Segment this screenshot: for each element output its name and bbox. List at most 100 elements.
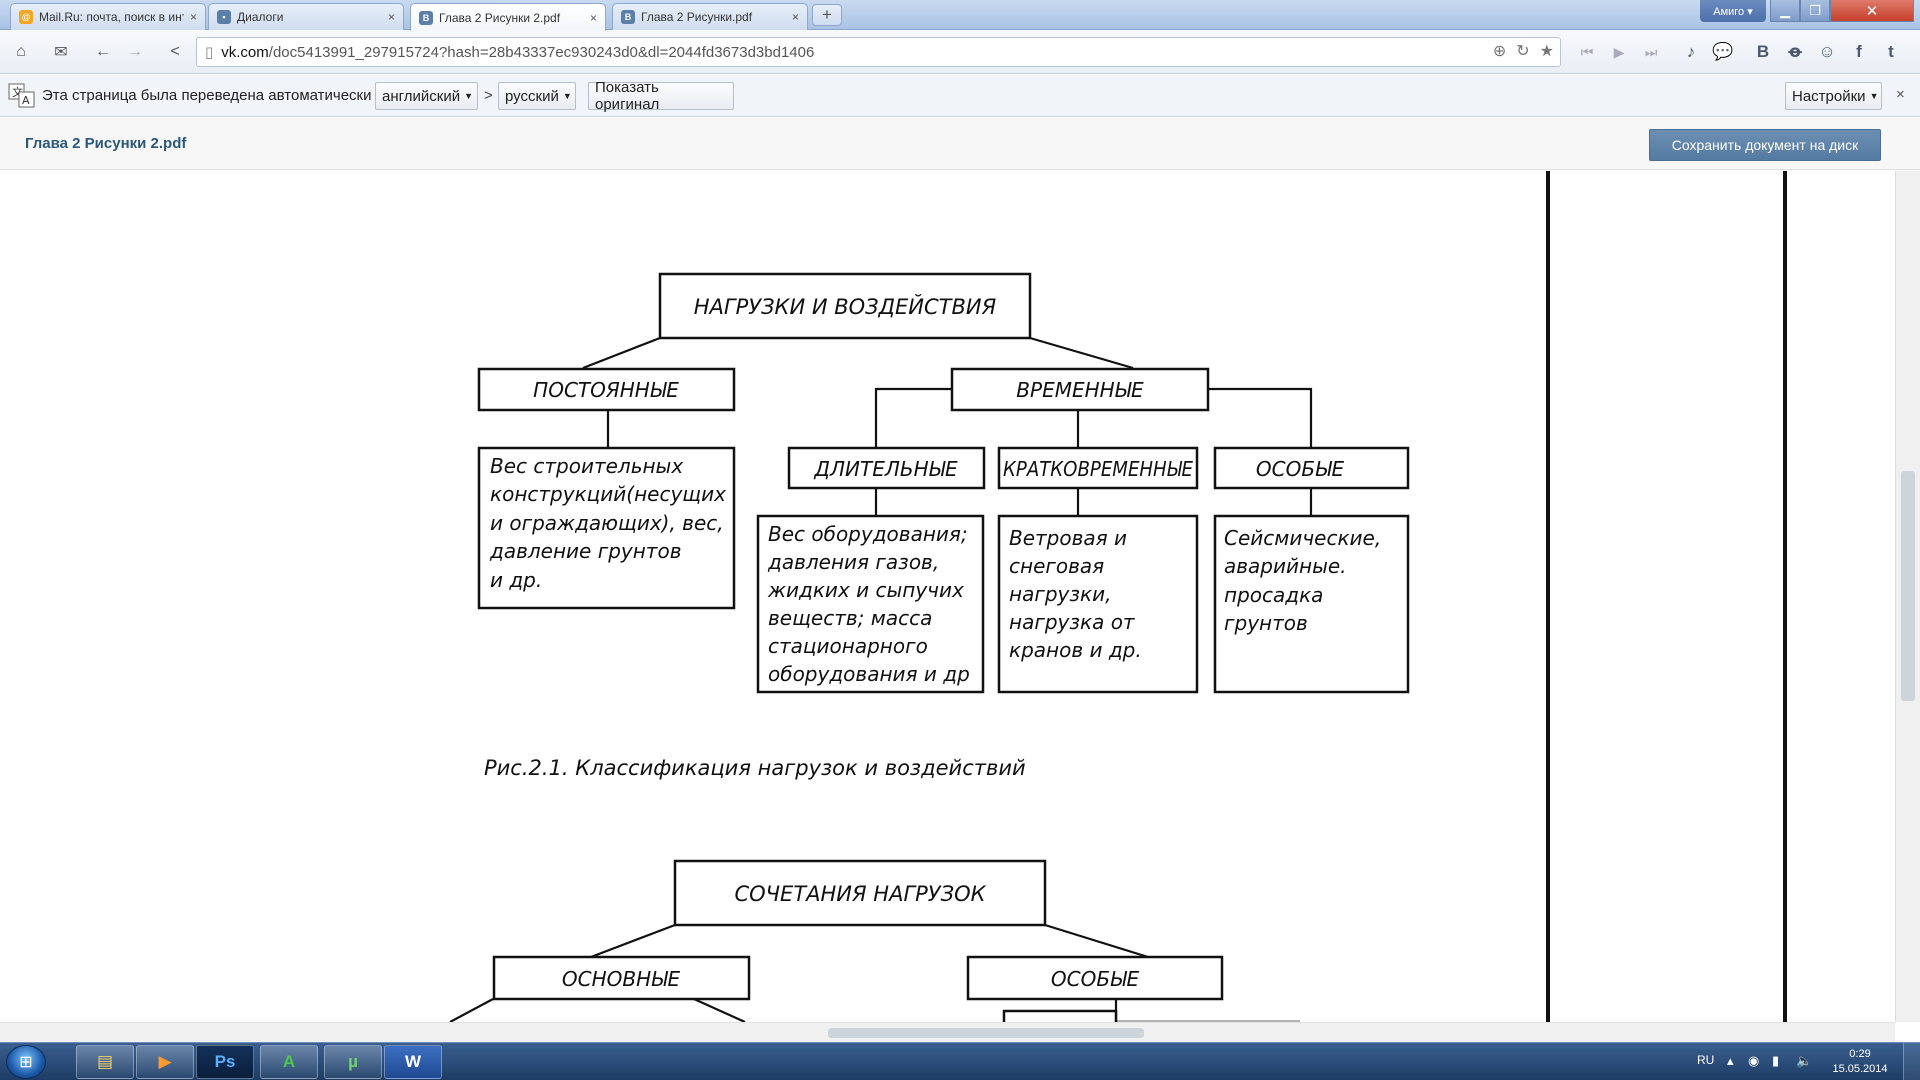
document-viewer[interactable]: НАГРУЗКИ И ВОЗДЕЙСТВИЯ ПОСТОЯННЫЕ ВРЕМЕН…: [0, 171, 1895, 1022]
facebook-icon[interactable]: f: [1856, 42, 1862, 61]
start-button[interactable]: ⊞: [6, 1045, 46, 1079]
tab-glava2-risunki[interactable]: B Глава 2 Рисунки.pdf ×: [612, 3, 808, 30]
play-icon[interactable]: ▶: [1613, 43, 1625, 60]
box-special-combination: [966, 955, 1224, 1001]
next-track-icon[interactable]: ⏭: [1644, 43, 1658, 60]
previous-track-icon[interactable]: ⏮: [1580, 43, 1594, 60]
box-temporary-label: ВРЕМЕННЫЕ: [1016, 378, 1144, 402]
media-player-icon[interactable]: ▶: [136, 1045, 194, 1079]
word-icon[interactable]: W: [384, 1045, 442, 1079]
tab-title: Глава 2 Рисунки.pdf: [641, 10, 753, 24]
clock[interactable]: 0:29 15.05.2014: [1825, 1047, 1895, 1077]
tab-glava2-risunki2[interactable]: B Глава 2 Рисунки 2.pdf ×: [410, 3, 606, 31]
description-line: стационарного: [768, 634, 928, 658]
svg-text:A: A: [22, 94, 30, 107]
page-icon: ▯: [205, 44, 214, 61]
translate-close-button[interactable]: ×: [1896, 86, 1905, 103]
box-special: [1213, 446, 1410, 490]
save-document-button[interactable]: Сохранить документ на диск: [1649, 129, 1881, 161]
address-bar[interactable]: ▯ vk.com /doc5413991_297915724?hash=28b4…: [196, 37, 1561, 67]
vertical-scrollbar[interactable]: [1895, 171, 1920, 1022]
bookmark-star-icon[interactable]: ★: [1539, 43, 1554, 60]
box-short-term-label: КРАТКОВРЕМЕННЫЕ: [1003, 457, 1193, 481]
vertical-scrollbar-thumb[interactable]: [1901, 471, 1915, 701]
back-icon[interactable]: ←: [95, 43, 111, 60]
source-language-select[interactable]: английский ▼: [375, 82, 478, 110]
windows-taskbar: ⊞ ▤ ▶ Ps A µ W RU ▴ ◉ ▮ 🔈 0:29 15.05.201…: [0, 1042, 1920, 1080]
box-temporary: [950, 367, 1210, 412]
tab-title: Глава 2 Рисунки 2.pdf: [439, 10, 561, 25]
new-tab-button[interactable]: +: [812, 4, 842, 26]
translate-icon: 文 A: [8, 83, 36, 109]
show-desktop-button[interactable]: [1903, 1043, 1920, 1080]
vk-icon: B: [419, 10, 433, 25]
close-icon[interactable]: ×: [589, 10, 597, 25]
description-line: веществ; масса: [768, 606, 932, 630]
document-title[interactable]: Глава 2 Рисунки 2.pdf: [25, 135, 187, 152]
horizontal-scrollbar-thumb[interactable]: [828, 1028, 1144, 1038]
target-language-select[interactable]: русский ▼: [498, 82, 576, 110]
explorer-icon[interactable]: ▤: [76, 1045, 134, 1079]
box-permanent: [477, 367, 736, 412]
description-line: снеговая: [1009, 554, 1104, 578]
translate-settings-button[interactable]: Настройки ▼: [1785, 82, 1882, 110]
short-term-description: Ветровая и снеговая нагрузки, нагрузка о…: [1009, 526, 1142, 662]
browser-toolbar: ⌂ ✉ ← → < ▯ vk.com /doc5413991_297915724…: [0, 30, 1920, 74]
amigo-icon[interactable]: A: [260, 1045, 318, 1079]
box-partial: [1002, 1009, 1118, 1022]
description-line: Вес строительных: [490, 454, 683, 478]
photoshop-icon[interactable]: Ps: [196, 1045, 254, 1079]
reload-icon[interactable]: ↻: [1516, 43, 1530, 60]
description-line: давление грунтов: [489, 539, 681, 563]
box-short-term-description: [997, 514, 1199, 694]
tab-title: Mail.Ru: почта, поиск в инт: [39, 10, 184, 24]
friends-icon[interactable]: ☺: [1818, 42, 1836, 61]
music-icon[interactable]: ♪: [1686, 42, 1696, 61]
tab-dialogs[interactable]: ▪ Диалоги ×: [208, 3, 404, 30]
volume-icon[interactable]: 🔈: [1796, 1053, 1813, 1068]
close-icon[interactable]: ×: [189, 10, 197, 24]
odnoklassniki-icon[interactable]: ꝋ: [1788, 42, 1802, 61]
svg-text:文: 文: [12, 85, 23, 99]
minimize-button[interactable]: ▁: [1770, 0, 1800, 22]
tray-app-icon[interactable]: ◉: [1748, 1053, 1760, 1068]
close-icon[interactable]: ×: [791, 10, 799, 24]
network-icon[interactable]: ▮: [1772, 1053, 1780, 1068]
permanent-description: Вес строительных конструкций(несущих и о…: [489, 454, 726, 592]
keyboard-language[interactable]: RU: [1697, 1053, 1715, 1067]
window-close-button[interactable]: ✕: [1830, 0, 1914, 22]
description-line: Сейсмические,: [1224, 526, 1381, 550]
share-icon[interactable]: <: [170, 43, 180, 60]
chevron-down-icon: ▼: [1869, 91, 1879, 101]
utorrent-icon[interactable]: µ: [324, 1045, 382, 1079]
tray-expand-icon[interactable]: ▴: [1727, 1053, 1734, 1068]
description-line: нагрузка от: [1009, 610, 1136, 634]
close-icon[interactable]: ×: [387, 10, 395, 24]
language-arrow: >: [484, 87, 493, 104]
home-icon[interactable]: ⌂: [16, 43, 26, 60]
box-long-term-description: [756, 514, 985, 694]
chevron-down-icon: ▼: [562, 91, 572, 101]
description-line: кранов и др.: [1009, 638, 1142, 662]
description-line: грунтов: [1224, 611, 1308, 635]
source-language-value: английский: [382, 87, 461, 105]
diagram-canvas: НАГРУЗКИ И ВОЗДЕЙСТВИЯ ПОСТОЯННЫЕ ВРЕМЕН…: [449, 171, 1787, 1022]
forward-icon[interactable]: →: [127, 43, 143, 60]
vk-icon[interactable]: B: [1756, 42, 1770, 61]
maximize-button[interactable]: ❐: [1800, 0, 1830, 22]
tab-mailru[interactable]: @ Mail.Ru: почта, поиск в инт ×: [10, 3, 206, 30]
zoom-icon[interactable]: ⊕: [1492, 43, 1507, 60]
show-original-button[interactable]: Показать оригинал: [588, 79, 734, 113]
description-line: просадка: [1224, 583, 1323, 607]
box-long-term-label: ДЛИТЕЛЬНЫЕ: [813, 457, 958, 481]
document-header: Глава 2 Рисунки 2.pdf Сохранить документ…: [0, 118, 1920, 170]
mail-icon[interactable]: ✉: [54, 44, 68, 61]
target-language-value: русский: [505, 87, 559, 105]
twitter-icon[interactable]: t: [1888, 42, 1894, 61]
description-line: и ограждающих), вес,: [490, 511, 724, 535]
box-special-label: ОСОБЫЕ: [1256, 457, 1345, 481]
horizontal-scrollbar[interactable]: [0, 1022, 1895, 1042]
chat-icon[interactable]: 💬: [1712, 42, 1734, 61]
profile-button[interactable]: Амиго ▾: [1700, 0, 1766, 22]
figure-caption: Рис.2.1. Классификация нагрузок и воздей…: [484, 756, 1026, 780]
